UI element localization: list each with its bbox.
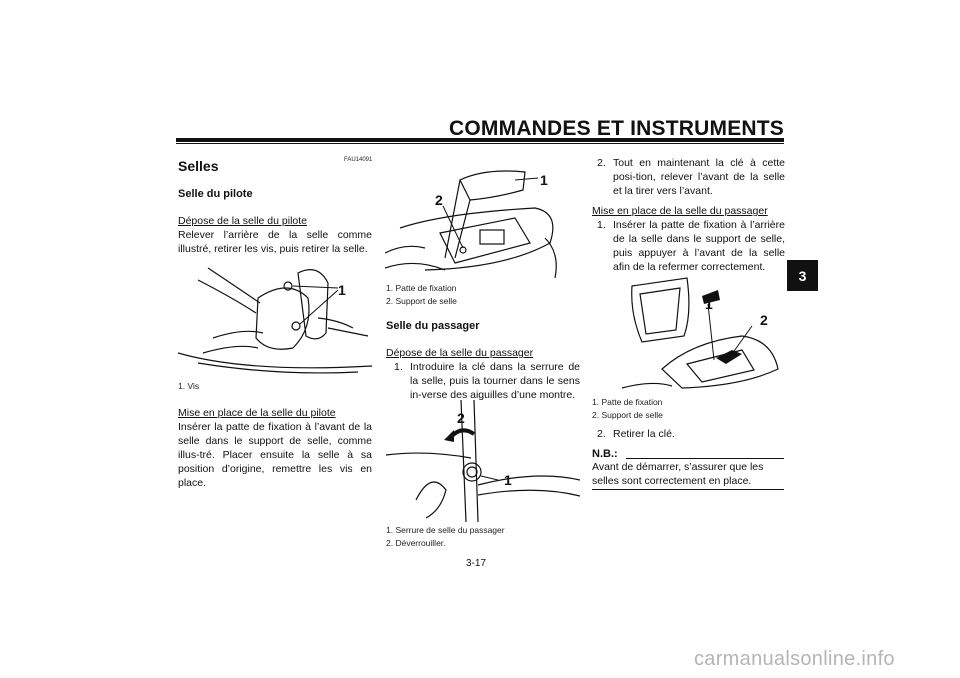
figure-passenger-seat-lock: [386, 400, 580, 522]
callout-label: 1: [338, 282, 346, 298]
note-text: Avant de démarrer, s’assurer que les sel…: [592, 461, 764, 487]
figure-seat-bracket: [385, 158, 579, 280]
callout-label: 1: [504, 472, 512, 488]
chapter-tab: 3: [787, 260, 818, 291]
callout-label: 2: [760, 312, 768, 328]
step-number: 1.: [394, 361, 403, 373]
figure-passenger-seat-install: [592, 274, 785, 394]
figure-caption: 1. Patte de fixation: [592, 397, 663, 407]
header-rule: [176, 138, 784, 142]
figure-caption: 1. Serrure de selle du passager: [386, 525, 505, 535]
step-text: Retirer la clé.: [613, 428, 675, 440]
note-rule-bottom: [592, 489, 784, 490]
header-rule-thin: [176, 143, 784, 144]
step-number: 2.: [597, 157, 606, 169]
procedure-heading: Mise en place de la selle du passager: [592, 205, 768, 217]
figure-rider-seat-removal: [178, 258, 372, 376]
section-title: COMMANDES ET INSTRUMENTS: [449, 117, 784, 140]
subsection-heading: Selle du pilote: [178, 188, 253, 200]
callout-label: 1: [705, 296, 713, 312]
procedure-heading: Dépose de la selle du pilote: [178, 215, 308, 227]
procedure-heading: Dépose de la selle du passager: [386, 347, 534, 359]
step-item: 2. Tout en maintenant la clé à cette pos…: [597, 156, 785, 198]
paragraph: Insérer la patte de fixation à l’avant d…: [178, 421, 372, 489]
step-item: 1. Introduire la clé dans la serrure de …: [394, 360, 580, 402]
step-text: Tout en maintenant la clé à cette posi-t…: [613, 157, 785, 197]
step-item: 2. Retirer la clé.: [597, 427, 785, 441]
step-text: Insérer la patte de fixation à l’arrière…: [613, 219, 785, 273]
page-number: 3-17: [466, 558, 487, 569]
step-number: 1.: [597, 219, 606, 231]
note-label: N.B.:: [592, 448, 618, 460]
reference-code: FAU14091: [344, 157, 373, 163]
figure-caption: 2. Support de selle: [386, 296, 457, 306]
subsection-heading: Selle du passager: [386, 320, 480, 332]
step-number: 2.: [597, 428, 606, 440]
step-text: Introduire la clé dans la serrure de la …: [410, 361, 580, 401]
figure-caption: 1. Patte de fixation: [386, 283, 457, 293]
callout-label: 2: [435, 192, 443, 208]
paragraph: Relever l’arrière de la selle comme illu…: [178, 229, 372, 255]
figure-caption: 1. Vis: [178, 381, 200, 391]
callout-label: 1: [540, 172, 548, 188]
step-item: 1. Insérer la patte de fixation à l’arri…: [597, 218, 785, 274]
watermark: carmanualsonline.info: [694, 648, 895, 670]
figure-caption: 2. Déverrouiller.: [386, 538, 446, 548]
section-heading: Selles: [178, 158, 219, 174]
callout-label: 2: [457, 410, 465, 426]
note-rule: [626, 458, 784, 459]
figure-caption: 2. Support de selle: [592, 410, 663, 420]
procedure-heading: Mise en place de la selle du pilote: [178, 407, 336, 419]
